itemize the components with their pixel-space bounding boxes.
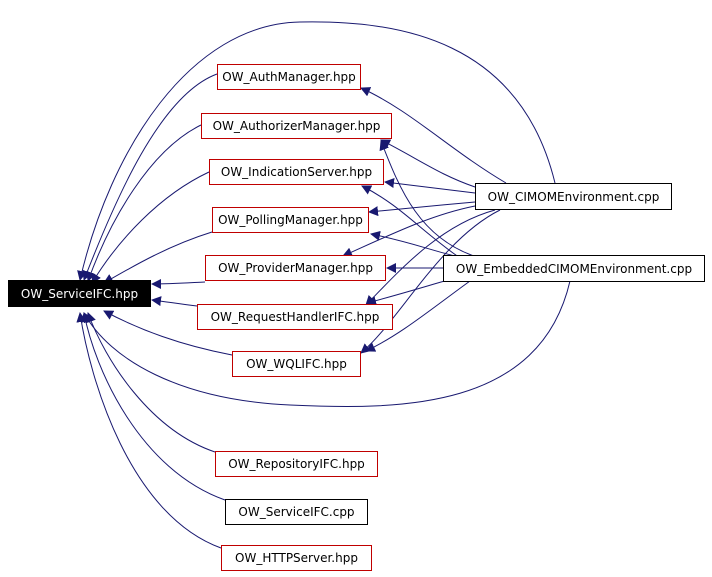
node-authorizer-manager-hpp[interactable]: OW_AuthorizerManager.hpp [201, 113, 392, 139]
edge-embedded-to-indication [361, 185, 461, 259]
edge-cimom-to-provider [342, 205, 476, 257]
edge-cimom-to-auth [360, 87, 507, 184]
edge-auth-to-root [82, 73, 218, 281]
edge-cimom-to-wql [360, 209, 501, 354]
edge-cimom-to-authorizer [380, 139, 476, 188]
edge-cimom-to-polling [368, 201, 476, 217]
edge-indication-to-root [91, 171, 210, 284]
edge-cimom-to-request [365, 209, 496, 306]
node-embedded-cimom-environment-cpp[interactable]: OW_EmbeddedCIMOMEnvironment.cpp [443, 255, 705, 282]
node-cimom-environment-cpp[interactable]: OW_CIMOMEnvironment.cpp [475, 183, 672, 210]
node-http-server-hpp[interactable]: OW_HTTPServer.hpp [221, 545, 372, 571]
edge-cimom-to-indication [384, 178, 476, 194]
edge-cimom-to-root [77, 21, 556, 281]
node-service-ifc-hpp[interactable]: OW_ServiceIFC.hpp [8, 280, 151, 307]
node-provider-manager-hpp[interactable]: OW_ProviderManager.hpp [205, 255, 386, 281]
node-auth-manager-hpp[interactable]: OW_AuthManager.hpp [217, 64, 361, 90]
edge-polling-to-root [103, 231, 213, 284]
edge-request-to-root [151, 296, 198, 307]
edge-embedded-to-wql [365, 280, 471, 352]
node-wqlifc-hpp[interactable]: OW_WQLIFC.hpp [232, 351, 361, 377]
edge-embedded-to-authorizer [379, 140, 481, 259]
node-polling-manager-hpp[interactable]: OW_PollingManager.hpp [212, 207, 369, 233]
node-repository-ifc-hpp[interactable]: OW_RepositoryIFC.hpp [215, 451, 378, 477]
node-request-handler-ifc-hpp[interactable]: OW_RequestHandlerIFC.hpp [197, 304, 393, 330]
edge-embedded-to-root [83, 280, 571, 407]
node-indication-server-hpp[interactable]: OW_IndicationServer.hpp [209, 159, 384, 185]
edge-authorizer-to-root [86, 124, 202, 282]
node-service-ifc-cpp[interactable]: OW_ServiceIFC.cpp [225, 499, 368, 525]
edge-provider-to-root [151, 278, 206, 289]
edge-repository-to-root [86, 312, 216, 453]
edge-servicecpp-to-root [80, 312, 226, 501]
edge-embedded-to-polling [370, 230, 456, 257]
edge-http-to-root [76, 312, 222, 549]
edge-wql-to-root [103, 310, 233, 356]
